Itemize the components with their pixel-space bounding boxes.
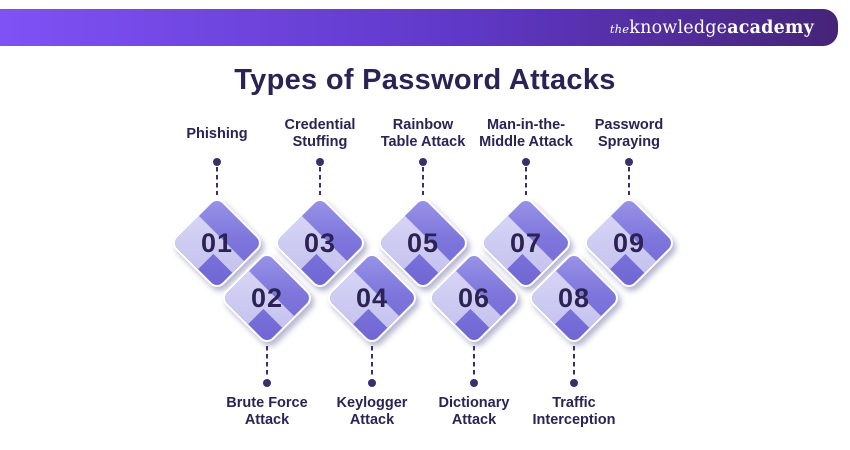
connector-line xyxy=(266,346,268,378)
attack-label: Password Spraying xyxy=(559,111,699,157)
header-bar: theknowledgeacademy xyxy=(0,9,838,46)
attack-label: Credential Stuffing xyxy=(250,111,390,157)
connector-dot xyxy=(570,379,578,387)
attack-label: Man-in-the- Middle Attack xyxy=(456,111,596,157)
attack-label: Traffic Interception xyxy=(504,395,644,441)
attack-label-line: Interception xyxy=(532,412,616,428)
brand-logo: theknowledgeacademy xyxy=(610,18,814,38)
attack-label: Keylogger Attack xyxy=(302,395,442,441)
attack-label-line: Dictionary xyxy=(438,395,510,411)
attack-label-line: Phishing xyxy=(186,125,248,142)
attack-label-line: Man-in-the- xyxy=(486,117,566,133)
connector-dot xyxy=(316,158,324,166)
attack-label-line: Attack xyxy=(349,412,395,428)
connector-line xyxy=(216,167,218,195)
connector-line xyxy=(525,167,527,195)
connector-dot xyxy=(213,158,221,166)
attack-label-line: Brute Force xyxy=(226,395,308,411)
connector-line xyxy=(473,346,475,378)
attack-label: Rainbow Table Attack xyxy=(353,111,493,157)
diamond: 09 xyxy=(580,194,678,292)
connector-dot xyxy=(263,379,271,387)
attack-label-line: Table Attack xyxy=(380,134,466,150)
logo-academy: academy xyxy=(727,17,814,38)
attack-label-line: Middle Attack xyxy=(479,134,573,150)
connector-line xyxy=(422,167,424,195)
attack-label: Phishing xyxy=(147,111,287,157)
attack-label-line: Attack xyxy=(244,412,290,428)
diamond-shape: 09 xyxy=(580,194,678,292)
connector-dot xyxy=(368,379,376,387)
attack-label-line: Rainbow xyxy=(392,117,454,133)
attack-label: Dictionary Attack xyxy=(404,395,544,441)
attack-label-line: Traffic xyxy=(552,395,596,411)
attack-label-line: Stuffing xyxy=(292,134,348,150)
attack-number: 09 xyxy=(612,227,646,258)
connector-line xyxy=(573,346,575,378)
connector-line xyxy=(628,167,630,195)
attack-label-line: Attack xyxy=(451,412,497,428)
page-title: Types of Password Attacks xyxy=(234,64,616,96)
attack-label-line: Credential xyxy=(284,117,356,133)
connector-dot xyxy=(470,379,478,387)
connector-dot xyxy=(625,158,633,166)
attack-label-line: Keylogger xyxy=(336,395,408,411)
connector-dot xyxy=(522,158,530,166)
connector-dot xyxy=(419,158,427,166)
attack-label: Brute Force Attack xyxy=(197,395,337,441)
logo-knowledge: knowledge xyxy=(629,17,728,38)
attack-label-line: Password xyxy=(594,117,664,133)
connector-line xyxy=(371,346,373,378)
logo-the: the xyxy=(609,21,630,36)
attack-label-line: Spraying xyxy=(597,134,661,150)
connector-line xyxy=(319,167,321,195)
